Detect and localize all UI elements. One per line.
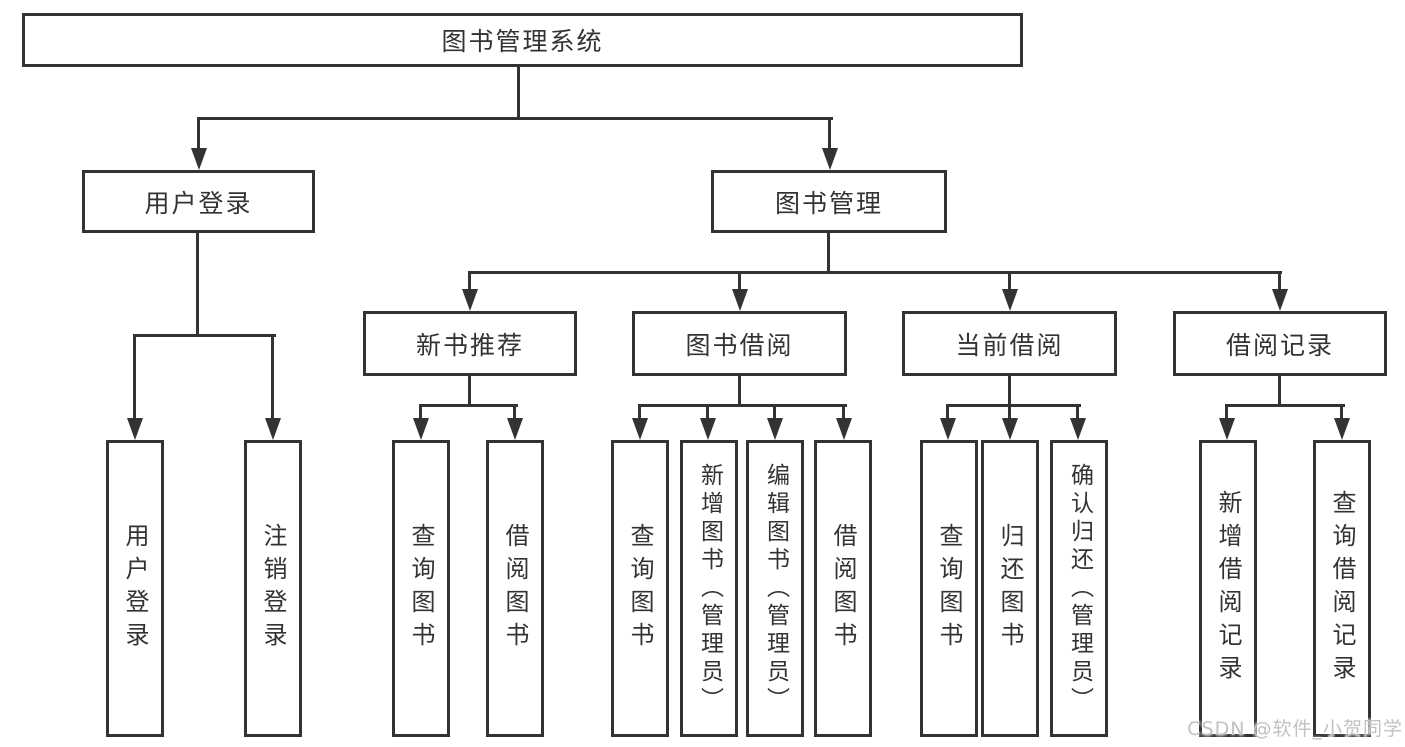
arrowhead <box>191 148 207 170</box>
connector <box>419 404 422 420</box>
connector <box>827 233 830 274</box>
connector <box>133 334 276 337</box>
leaf-query-book-3: 查询图书 <box>920 440 978 737</box>
connector <box>513 404 516 420</box>
node-label: 新增图书（管理员） <box>696 462 723 715</box>
arrowhead <box>1219 418 1235 440</box>
connector <box>738 271 741 295</box>
arrowhead <box>413 418 429 440</box>
leaf-borrow-book-1: 借阅图书 <box>486 440 544 737</box>
arrowhead <box>836 418 852 440</box>
connector <box>706 404 709 420</box>
connector <box>196 233 199 336</box>
connector <box>773 404 776 420</box>
leaf-add-book-admin: 新增图书（管理员） <box>680 440 738 737</box>
node-book-management: 图书管理 <box>711 170 947 233</box>
node-label: 查询图书 <box>626 522 654 655</box>
arrowhead <box>462 289 478 311</box>
connector <box>133 334 136 420</box>
node-label: 借阅图书 <box>829 522 857 655</box>
node-label: 新书推荐 <box>415 330 524 360</box>
connector <box>1225 404 1345 407</box>
watermark: CSDN @软件_小贺同学 <box>1187 718 1403 740</box>
connector <box>419 404 518 407</box>
node-label: 用户登录 <box>144 188 253 218</box>
connector <box>468 271 471 295</box>
node-label: 借阅图书 <box>501 522 529 655</box>
node-root: 图书管理系统 <box>22 13 1023 67</box>
arrowhead <box>127 418 143 440</box>
arrowhead <box>767 418 783 440</box>
node-label: 借阅记录 <box>1225 330 1334 360</box>
arrowhead <box>700 418 716 440</box>
connector <box>1008 271 1011 295</box>
node-label: 新增借阅记录 <box>1214 489 1242 688</box>
connector <box>468 376 471 407</box>
node-current-borrow: 当前借阅 <box>902 311 1117 376</box>
connector <box>638 404 847 407</box>
node-user-login: 用户登录 <box>82 170 315 233</box>
node-borrow-records: 借阅记录 <box>1173 311 1387 376</box>
leaf-logout-login: 注销登录 <box>244 440 302 737</box>
node-label: 归还图书 <box>996 522 1024 655</box>
arrowhead <box>940 418 956 440</box>
connector <box>1278 376 1281 407</box>
connector <box>946 404 949 420</box>
arrowhead <box>507 418 523 440</box>
connector <box>197 117 833 120</box>
connector <box>1225 404 1228 420</box>
node-label: 当前借阅 <box>955 330 1064 360</box>
connector <box>468 271 1282 274</box>
connector <box>638 404 641 420</box>
leaf-return-book: 归还图书 <box>981 440 1039 737</box>
node-book-borrow: 图书借阅 <box>632 311 847 376</box>
node-label: 编辑图书（管理员） <box>762 462 789 715</box>
leaf-query-book-1: 查询图书 <box>392 440 450 737</box>
connector <box>738 376 741 407</box>
connector <box>828 117 831 153</box>
node-label: 确认归还（管理员） <box>1066 462 1093 715</box>
leaf-user-login: 用户登录 <box>106 440 164 737</box>
node-new-book-recommend: 新书推荐 <box>363 311 577 376</box>
arrowhead <box>822 148 838 170</box>
leaf-edit-book-admin: 编辑图书（管理员） <box>746 440 804 737</box>
connector <box>842 404 845 420</box>
leaf-confirm-return-admin: 确认归还（管理员） <box>1050 440 1108 737</box>
connector <box>197 117 200 153</box>
leaf-borrow-book-2: 借阅图书 <box>814 440 872 737</box>
connector <box>946 404 1081 407</box>
arrowhead <box>732 289 748 311</box>
node-label: 查询图书 <box>935 522 963 655</box>
node-label: 图书管理 <box>774 188 883 218</box>
arrowhead <box>1070 418 1086 440</box>
arrowhead <box>1002 289 1018 311</box>
node-label: 查询借阅记录 <box>1328 489 1356 688</box>
arrowhead <box>632 418 648 440</box>
leaf-add-borrow-record: 新增借阅记录 <box>1199 440 1257 737</box>
leaf-query-book-2: 查询图书 <box>611 440 669 737</box>
leaf-query-borrow-record: 查询借阅记录 <box>1313 440 1371 737</box>
node-label: 注销登录 <box>259 522 287 655</box>
arrowhead <box>1272 289 1288 311</box>
arrowhead <box>1334 418 1350 440</box>
connector <box>271 334 274 420</box>
arrowhead <box>1002 418 1018 440</box>
connector <box>1340 404 1343 420</box>
connector <box>1076 404 1079 420</box>
connector <box>517 66 520 119</box>
connector <box>1008 376 1011 407</box>
node-label: 图书借阅 <box>685 330 794 360</box>
node-label: 查询图书 <box>407 522 435 655</box>
node-label: 图书管理系统 <box>441 27 604 56</box>
node-label: 用户登录 <box>121 522 149 655</box>
connector <box>1008 404 1011 420</box>
connector <box>1278 271 1281 295</box>
arrowhead <box>265 418 281 440</box>
